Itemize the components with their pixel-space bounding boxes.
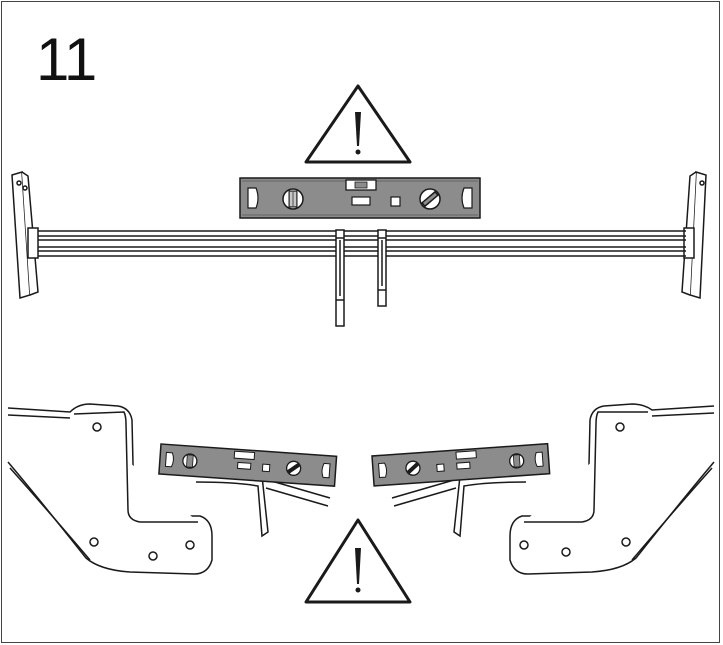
warning-triangle-icon xyxy=(304,518,412,604)
spirit-level-icon xyxy=(371,442,551,487)
warning-triangle-icon xyxy=(304,84,412,164)
right-end-bracket xyxy=(681,171,707,299)
spirit-level-icon xyxy=(239,177,481,219)
step-number: 11 xyxy=(36,26,97,93)
horizontal-rails xyxy=(38,230,686,257)
left-hinge-detail xyxy=(7,403,331,575)
right-hinge-detail xyxy=(391,403,715,575)
spirit-level-icon xyxy=(158,443,338,488)
center-hanger-left xyxy=(335,229,345,327)
rail-assembly xyxy=(11,171,707,327)
center-hanger-right xyxy=(377,229,387,307)
left-end-bracket xyxy=(11,171,39,299)
